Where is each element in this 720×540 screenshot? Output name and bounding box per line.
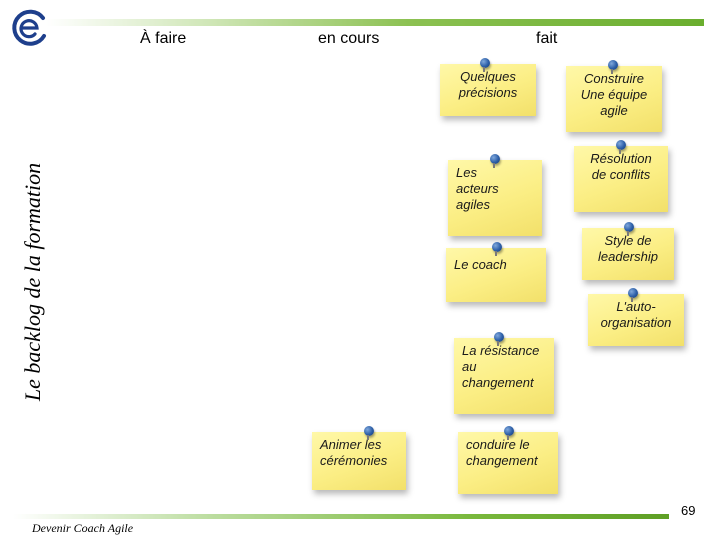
sticky-note[interactable]: Quelques précisions [440, 64, 536, 116]
sticky-note[interactable]: La résistance au changement [454, 338, 554, 414]
column-header-in-progress: en cours [318, 30, 379, 48]
pin-icon [490, 154, 500, 164]
column-header-todo: À faire [140, 30, 186, 48]
pin-icon [616, 140, 626, 150]
sticky-note[interactable]: Le coach [446, 248, 546, 302]
pin-icon [494, 332, 504, 342]
sticky-note[interactable]: Les acteurs agiles [448, 160, 542, 236]
company-logo [10, 8, 50, 48]
pin-icon [480, 58, 490, 68]
column-header-done: fait [536, 30, 557, 48]
pin-icon [364, 426, 374, 436]
backlog-title: Le backlog de la formation [20, 163, 46, 401]
sticky-note[interactable]: Animer les cérémonies [312, 432, 406, 490]
sticky-note[interactable]: Construire Une équipe agile [566, 66, 662, 132]
sticky-note[interactable]: L'auto-organisation [588, 294, 684, 346]
note-text: conduire le changement [466, 437, 550, 469]
pin-icon [608, 60, 618, 70]
note-text: Les acteurs agiles [456, 165, 516, 213]
note-text: Style de leadership [590, 233, 666, 265]
pin-icon [492, 242, 502, 252]
note-text: La résistance au changement [462, 343, 546, 391]
page-number: 69 [681, 503, 695, 518]
sticky-note[interactable]: Résolution de conflits [574, 146, 668, 212]
top-decorative-bar [46, 19, 704, 26]
footer-text: Devenir Coach Agile [32, 521, 133, 536]
note-text: Résolution de conflits [582, 151, 660, 183]
sticky-note[interactable]: conduire le changement [458, 432, 558, 494]
note-text: Animer les cérémonies [320, 437, 398, 469]
note-text: Construire Une équipe agile [574, 71, 654, 119]
bottom-decorative-bar [13, 514, 669, 519]
pin-icon [504, 426, 514, 436]
note-text: Le coach [454, 257, 538, 273]
sticky-note[interactable]: Style de leadership [582, 228, 674, 280]
pin-icon [628, 288, 638, 298]
pin-icon [624, 222, 634, 232]
note-text: Quelques précisions [448, 69, 528, 101]
note-text: L'auto-organisation [596, 299, 676, 331]
